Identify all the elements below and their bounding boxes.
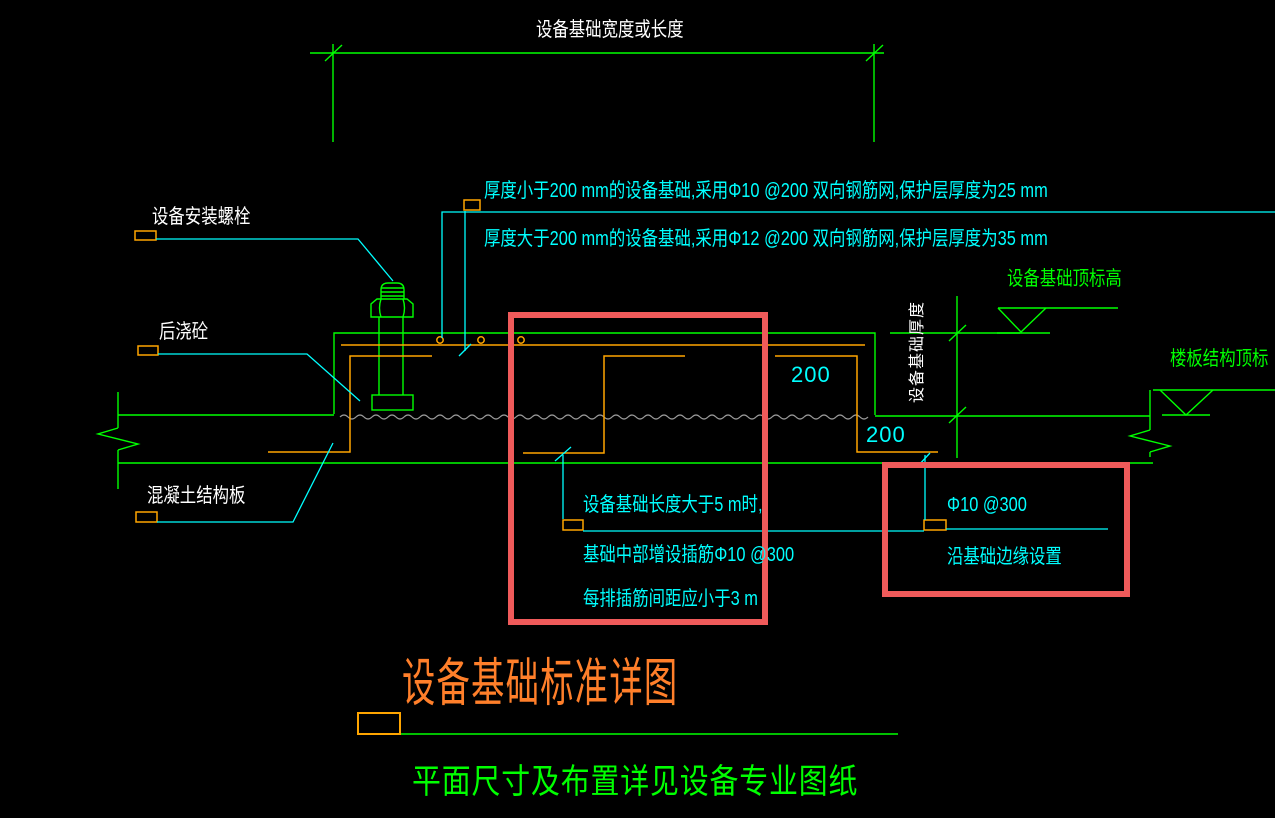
slab-outline: [118, 414, 1153, 464]
top-dimension-label: 设备基础宽度或长度: [536, 19, 684, 41]
label-concrete-slab: 混凝土结构板: [147, 485, 246, 507]
leader-middle-insert-bar: [554, 446, 924, 532]
label-anchor-bolt: 设备安装螺栓: [152, 206, 251, 228]
insert-bar-left: [268, 355, 432, 453]
leader-anchor-bolt: [156, 238, 394, 282]
break-line-right: [1127, 390, 1173, 457]
label-floor-top-elevation: 楼板结构顶标: [1170, 348, 1269, 370]
dim-200-upper: 200: [791, 362, 831, 387]
insert-note-line1: 设备基础长度大于5 m时,: [583, 494, 763, 516]
dimension-tick-icon: [324, 44, 343, 62]
drawing-subtitle: 平面尺寸及布置详见设备专业图纸: [412, 763, 859, 801]
leader-mesh-notes: [441, 211, 1275, 357]
top-dimension-line: [310, 44, 884, 142]
dim-200-lower: 200: [866, 422, 906, 447]
mesh-note-line1: 厚度小于200 mm的设备基础,采用Φ10 @200 双向钢筋网,保护层厚度为2…: [484, 180, 1048, 202]
anchor-bolt: [370, 282, 414, 411]
break-line-left: [95, 392, 141, 489]
foundation-outline: [333, 332, 876, 415]
insert-bar-right: [775, 355, 938, 453]
drawing-title: 设备基础标准详图: [402, 655, 679, 713]
title-mark-box: [357, 712, 401, 735]
label-foundation-thickness: 设备基础厚度: [908, 300, 926, 404]
insert-note-line3: 每排插筋间距应小于3 m: [583, 588, 758, 610]
label-foundation-top-elevation: 设备基础顶标高: [1007, 268, 1122, 290]
arrowhead-icon: [554, 446, 572, 462]
edge-note-line1: Φ10 @300: [947, 494, 1027, 516]
leader-anchor-boxes: [134, 199, 947, 531]
elevation-symbol-foundation-top: [997, 307, 1118, 334]
rebar-section-dots: [436, 336, 525, 344]
highlight-box-middle-insert-note: [508, 312, 768, 625]
edge-note-line2: 沿基础边缘设置: [947, 546, 1062, 568]
insert-bar-middle: [523, 355, 685, 454]
insert-note-line2: 基础中部增设插筋Φ10 @300: [583, 544, 795, 566]
elevation-symbol-floor-top: [1153, 389, 1275, 416]
label-post-cast-concrete: 后浇砼: [159, 321, 209, 343]
dimension-tick-icon: [865, 44, 884, 62]
leader-post-cast: [158, 353, 361, 402]
highlight-box-edge-insert-note: [882, 462, 1130, 597]
dimension-tick-icon: [948, 324, 967, 342]
dimension-tick-icon: [948, 406, 967, 424]
mesh-note-line2: 厚度大于200 mm的设备基础,采用Φ12 @200 双向钢筋网,保护层厚度为3…: [484, 228, 1048, 250]
leader-slab: [157, 442, 334, 523]
